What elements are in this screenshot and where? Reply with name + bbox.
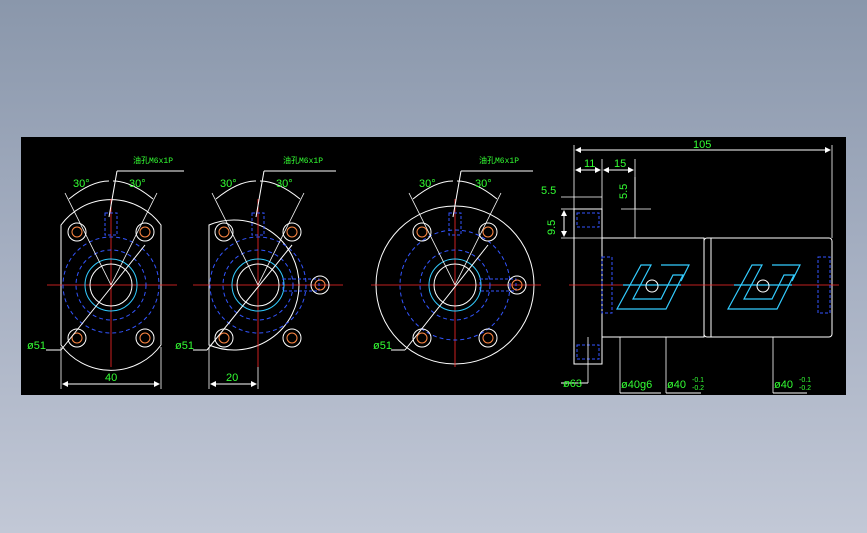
side-body-dia-2-tol-lower: -0.2 [799, 385, 811, 392]
side-dim-b: 5.5 [618, 184, 630, 199]
side-fit-dia: ø40g6 [621, 379, 652, 391]
right-angle-left: 30° [419, 178, 436, 190]
side-view: 105 11 15 5.5 5.5 9.5 ø63 ø40g6 ø40 -0.1… [541, 139, 839, 394]
left-angle-right: 30° [129, 178, 146, 190]
side-body-dia-1-tol-upper: -0.1 [692, 377, 704, 384]
side-body-dia-2: ø40 [774, 379, 793, 391]
left-width-label: 40 [105, 372, 117, 384]
side-dim-a: 5.5 [541, 185, 556, 197]
right-oil-hole-note: 油孔M6x1P [479, 155, 519, 166]
right-angle-right: 30° [475, 178, 492, 190]
left-angle-left: 30° [73, 178, 90, 190]
groove-pattern-1 [615, 264, 690, 310]
cad-drawing-area: 30° 30° 油孔M6x1P ø51 40 30° [21, 137, 846, 395]
right-flange-view: 30° 30° 油孔M6x1P ø51 [371, 155, 541, 367]
side-flange-width: 11 [584, 158, 595, 170]
middle-angle-left: 30° [220, 178, 237, 190]
left-diameter-label: ø51 [27, 340, 46, 352]
side-body-dia-1: ø40 [667, 379, 686, 391]
cad-canvas: 30° 30° 油孔M6x1P ø51 40 30° [27, 139, 839, 394]
right-diameter-label: ø51 [373, 340, 392, 352]
middle-flange-view: 30° 30° 油孔M6x1P ø51 20 [175, 155, 343, 389]
middle-oil-hole-note: 油孔M6x1P [283, 155, 323, 166]
side-flange-dia: ø63 [563, 378, 582, 390]
side-total-length: 105 [693, 139, 711, 151]
side-offset: 15 [614, 158, 626, 170]
groove-pattern-2 [726, 264, 801, 310]
side-body-dia-1-tol-lower: -0.2 [692, 385, 704, 392]
left-oil-hole-note: 油孔M6x1P [133, 155, 173, 166]
middle-diameter-label: ø51 [175, 340, 194, 352]
middle-angle-right: 30° [276, 178, 293, 190]
side-body-dia-2-tol-upper: -0.1 [799, 377, 811, 384]
side-dim-c: 9.5 [546, 220, 558, 235]
left-flange-view: 30° 30° 油孔M6x1P ø51 40 [27, 155, 184, 389]
middle-width-label: 20 [226, 372, 238, 384]
